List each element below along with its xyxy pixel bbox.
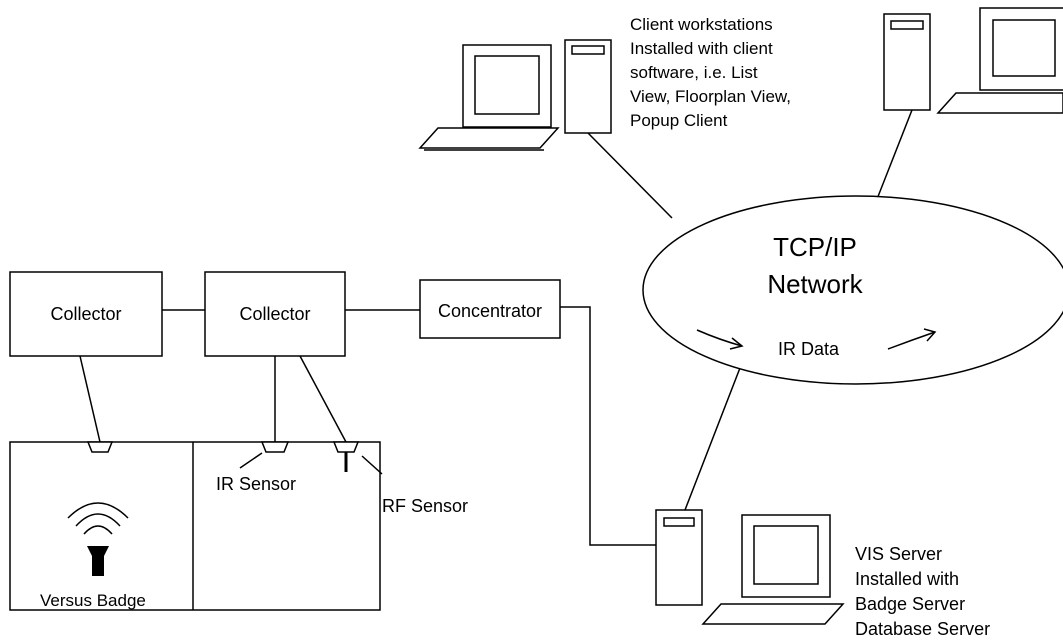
tower-icon (883, 13, 931, 111)
tcp-ip-network: TCP/IP Network IR Data (642, 195, 1063, 385)
keyboard-icon (936, 92, 1063, 114)
ir-data-label: IR Data (778, 339, 840, 359)
client-workstations-note: Client workstations Installed with clien… (630, 15, 791, 130)
ir-sensor-label: IR Sensor (216, 474, 296, 494)
versus-badge-label: Versus Badge (40, 591, 146, 610)
vis-server-workstation (655, 509, 845, 625)
monitor-icon (741, 514, 831, 598)
network-label-line2: Network (767, 269, 863, 299)
collector-2-label: Collector (239, 304, 310, 324)
collector-box-2: Collector (204, 271, 346, 357)
link-collector1-room (79, 355, 101, 443)
tower-icon (655, 509, 703, 606)
collector-1-label: Collector (50, 304, 121, 324)
collector-box-1: Collector (9, 271, 163, 357)
svg-text:Client workstations: Client workstations (630, 15, 773, 34)
versus-badge-icon (67, 502, 129, 576)
link-concentrator-server (560, 306, 656, 546)
network-label-line1: TCP/IP (773, 232, 857, 262)
keyboard-icon (701, 603, 845, 625)
tower-icon (564, 39, 612, 134)
svg-text:VIS Server: VIS Server (855, 544, 942, 564)
client-workstation-2 (883, 7, 1063, 114)
concentrator-box: Concentrator (419, 279, 561, 339)
svg-text:Popup Client: Popup Client (630, 111, 728, 130)
monitor-icon (462, 44, 552, 128)
svg-text:Installed with client: Installed with client (630, 39, 773, 58)
keyboard-icon (418, 127, 560, 149)
svg-text:Database Server: Database Server (855, 619, 990, 639)
room-outline (9, 441, 381, 611)
link-client-network (587, 132, 673, 219)
concentrator-label: Concentrator (438, 301, 542, 321)
rf-sensor-icon (332, 441, 360, 472)
connections (79, 109, 913, 546)
svg-text:software, i.e. List: software, i.e. List (630, 63, 758, 82)
rf-sensor-callout (361, 455, 383, 475)
ir-sensor-callout (239, 452, 263, 469)
rooms: IR Sensor RF Sensor Versus Badge (9, 441, 468, 611)
svg-text:Installed with: Installed with (855, 569, 959, 589)
svg-text:View, Floorplan View,: View, Floorplan View, (630, 87, 791, 106)
arrow-left (696, 329, 744, 350)
client-workstation-1 (418, 39, 612, 151)
network-ellipse (642, 195, 1063, 385)
vis-server-note: VIS Server Installed with Badge Server D… (855, 544, 990, 639)
rf-sensor-label: RF Sensor (382, 496, 468, 516)
monitor-icon (979, 7, 1063, 91)
link-collector2-rf-sensor (299, 355, 347, 443)
ir-sensor-dome-room2 (260, 441, 290, 453)
arrow-right (887, 328, 937, 350)
link-server-network (684, 354, 746, 511)
ir-sensor-dome-room1 (86, 441, 114, 453)
svg-text:Badge Server: Badge Server (855, 594, 965, 614)
